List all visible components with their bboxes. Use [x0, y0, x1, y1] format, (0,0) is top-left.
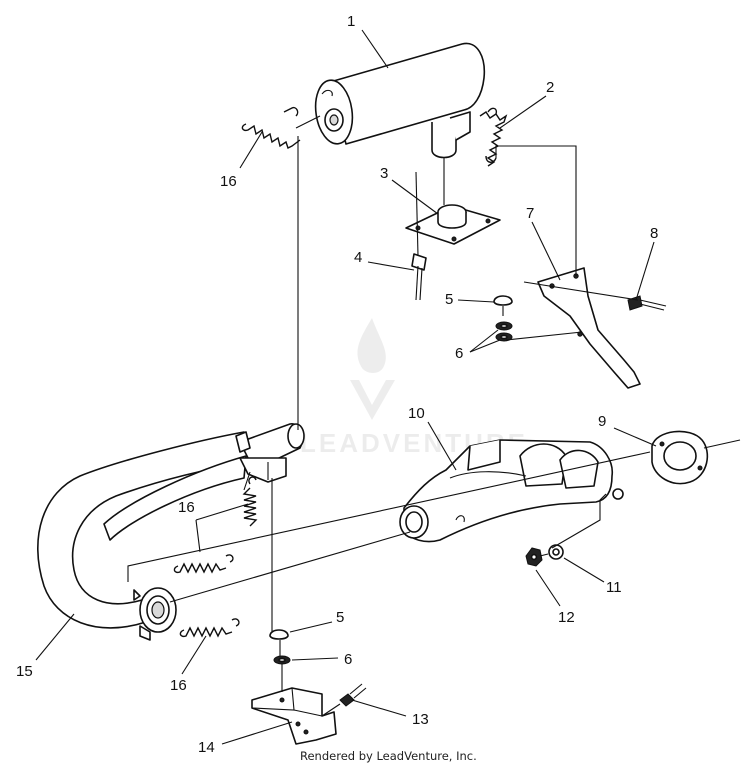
spring-16-mid-a[interactable]	[242, 476, 258, 527]
spring-16-top[interactable]	[241, 106, 301, 149]
callout-1: 1	[347, 13, 355, 30]
bolt-8[interactable]	[627, 295, 667, 311]
bracket-14[interactable]	[251, 687, 337, 745]
spring-16-mid-b[interactable]	[173, 554, 234, 574]
expansion-chamber-15[interactable]	[37, 423, 305, 641]
callout-10: 10	[408, 405, 425, 422]
callout-12: 12	[558, 609, 575, 626]
assembly-lines	[127, 115, 741, 717]
bracket-7[interactable]	[537, 267, 641, 389]
muffler[interactable]	[312, 42, 486, 159]
callout-2: 2	[546, 79, 554, 96]
grommet-5-upper[interactable]	[493, 295, 513, 316]
spring-16-low[interactable]	[179, 618, 240, 638]
callout-16-mid: 16	[178, 499, 195, 516]
spring-2[interactable]	[479, 107, 508, 167]
callout-15: 15	[16, 663, 33, 680]
callout-11: 11	[606, 579, 622, 596]
callout-7: 7	[526, 205, 534, 222]
callout-numbers: 1 2 3 4 5 6 7 8 9 10 11 12 16 16 16 15 5…	[16, 13, 658, 756]
callout-14: 14	[198, 739, 215, 756]
callout-13: 13	[412, 711, 429, 728]
flame-logo-icon	[350, 318, 395, 420]
washer-11[interactable]	[548, 544, 564, 560]
callout-3: 3	[380, 165, 388, 182]
stud-4[interactable]	[411, 171, 427, 301]
callout-5-upper: 5	[445, 291, 453, 308]
footer-credit: Rendered by LeadVenture, Inc.	[300, 749, 477, 763]
callout-5-lower: 5	[336, 609, 344, 626]
flange-gasket-3[interactable]	[405, 204, 501, 245]
callout-16-top: 16	[220, 173, 237, 190]
callout-16-low: 16	[170, 677, 187, 694]
callout-leaders	[35, 29, 657, 745]
callout-8: 8	[650, 225, 658, 242]
gasket-9[interactable]	[651, 430, 709, 485]
bolt-13[interactable]	[339, 683, 367, 707]
washer-6-lower[interactable]	[273, 655, 291, 665]
grommet-5-lower[interactable]	[269, 629, 289, 640]
callout-6-lower: 6	[344, 651, 352, 668]
washers-6-upper[interactable]	[495, 321, 513, 342]
callout-4: 4	[354, 249, 362, 266]
y-pipe-manifold-10[interactable]	[399, 439, 624, 543]
nut-12[interactable]	[525, 547, 543, 567]
leadventure-watermark: LEADVENTURE	[300, 318, 525, 458]
callout-9: 9	[598, 413, 606, 430]
callout-6-upper: 6	[455, 345, 463, 362]
